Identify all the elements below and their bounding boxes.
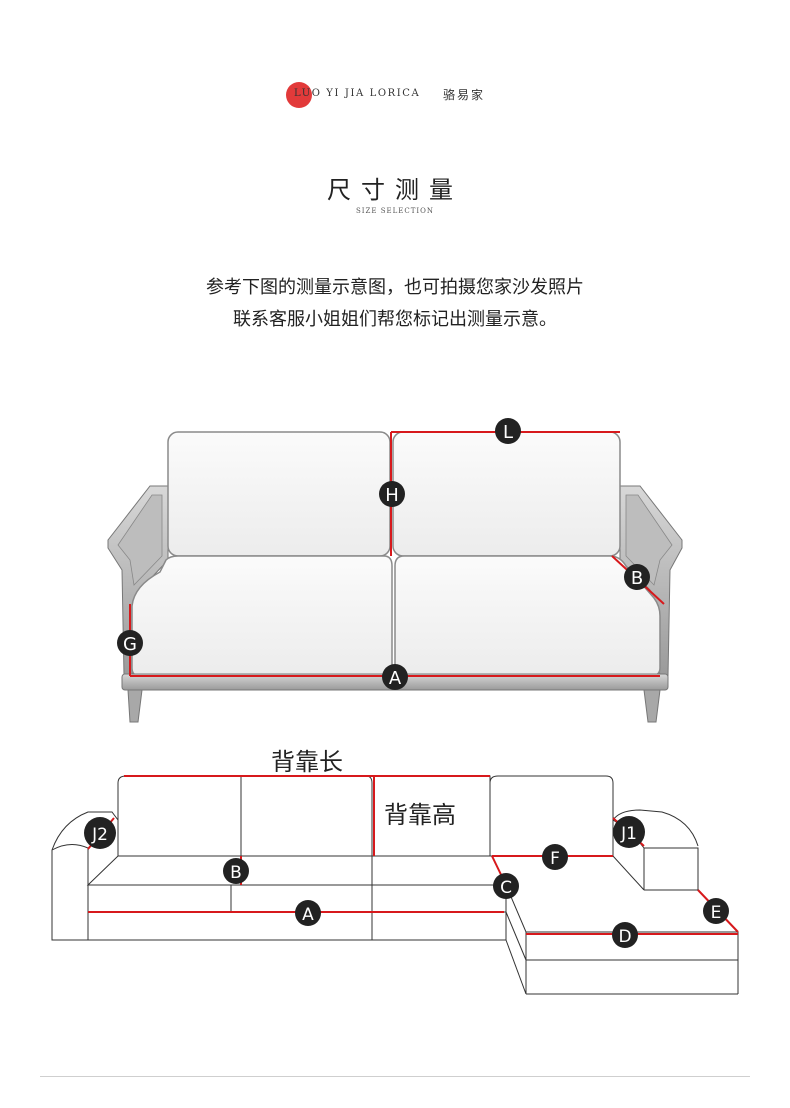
brand-header: LUO YI JIA LORICA 骆易家 [0, 80, 790, 110]
marker-B: B [624, 564, 650, 590]
svg-text:F: F [550, 849, 560, 869]
page-title: 尺寸测量 [327, 176, 463, 204]
svg-text:A: A [302, 905, 314, 925]
brand-chinese-name: 骆易家 [443, 88, 486, 102]
marker-A: A [382, 664, 408, 690]
svg-text:D: D [618, 927, 631, 947]
description-line-1: 参考下图的测量示意图，也可拍摄您家沙发照片 [206, 277, 584, 298]
marker-J2: J2 [84, 817, 116, 849]
marker-G: G [117, 630, 143, 656]
svg-text:C: C [500, 878, 512, 898]
back-height-label: 背靠高 [384, 801, 456, 829]
svg-text:B: B [230, 863, 242, 883]
marker-H: H [379, 481, 405, 507]
marker-D: D [612, 922, 638, 948]
marker-F: F [542, 844, 568, 870]
description-line-2: 联系客服小姐姐们帮您标记出测量示意。 [233, 309, 557, 330]
marker-C: C [493, 873, 519, 899]
marker-J1: J1 [613, 816, 645, 848]
sofa-illustration [107, 431, 683, 723]
marker-E: E [703, 898, 729, 924]
svg-text:L: L [503, 422, 513, 443]
svg-text:E: E [711, 903, 722, 923]
svg-text:J1: J1 [620, 824, 637, 844]
footer-divider [40, 1076, 750, 1077]
svg-text:H: H [385, 485, 399, 506]
svg-text:G: G [123, 634, 137, 655]
brand-english-name: LUO YI JIA LORICA [294, 88, 421, 99]
marker-L: L [495, 418, 521, 444]
marker-A2: A [295, 900, 321, 926]
svg-text:J2: J2 [91, 825, 108, 845]
sectional-measure-lines [87, 775, 739, 935]
svg-text:B: B [631, 568, 643, 589]
back-length-label: 背靠长 [271, 748, 343, 776]
page-subtitle: SIZE SELECTION [355, 207, 435, 215]
svg-text:A: A [389, 668, 402, 689]
marker-B2: B [223, 858, 249, 884]
brand-logo-dot [286, 82, 312, 108]
